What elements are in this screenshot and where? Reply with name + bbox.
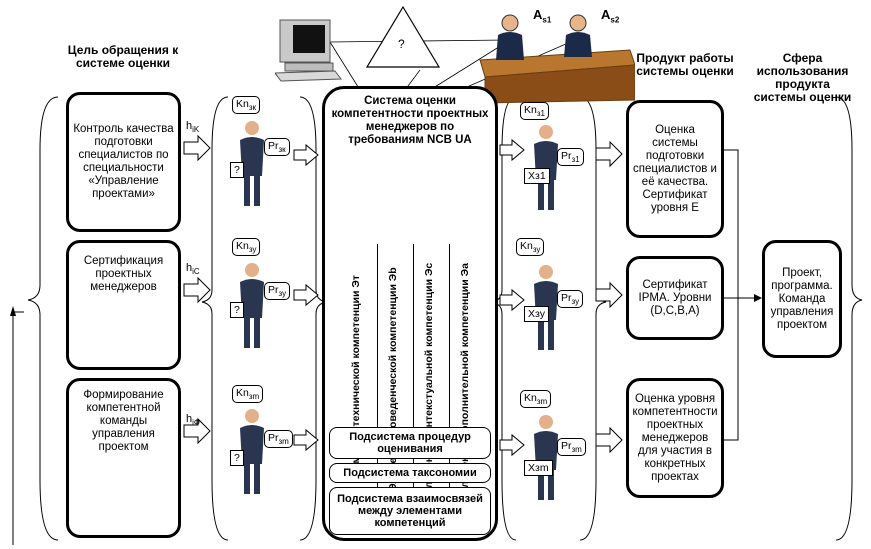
product-header: Продукт работы системы оценки [636,51,734,78]
system-title: Система оценки компетентности проектных … [331,95,489,146]
result-1-x: Xз1 [524,168,550,184]
column-behavioral: Элементы поведенческой компетенции Эb [377,244,408,514]
triangle-question: ? [398,37,405,51]
h-label-f: hiФ [186,413,200,428]
h-label-k: hiK [186,120,200,135]
candidate-2-question: ? [230,302,244,318]
sphere-arrowhead [754,294,762,302]
assessor-desk [479,14,635,104]
assessment-system: Система оценки компетентности проектных … [322,86,498,541]
candidate-3-pr: Prзm [264,430,293,449]
column-additional: Элементы дополнительной компетенции Эа [449,244,480,514]
candidate-1-question: ? [230,162,244,178]
feedback-arrowhead [10,306,16,316]
result-3-pr: Prзm [557,438,586,457]
column-contextual: Элементы контекстуальной компетенции Эс [413,244,444,514]
left-outer-brace [27,96,59,541]
candidates-left-brace [201,96,229,541]
assessor-2-label: As2 [601,7,620,25]
product-box-competence-assessment: Оценка уровня компетентности проектных м… [626,378,724,498]
sphere-header: Сфера использования продукта системы оце… [753,51,852,104]
result-1-pr: Prз1 [557,148,584,167]
unknown-triangle [365,5,441,68]
product-box-training-assessment: Оценка системы подготовки специалистов и… [626,100,724,238]
goal-box-quality-control: Контроль качества подготовки специалисто… [66,92,181,232]
candidate-3-question: ? [230,450,244,466]
subsystem-procedures: Подсистема процедур оценивания [329,427,491,459]
system-arrows [499,138,525,457]
subsystem-interrelations: Подсистема взаимосвязей между элементами… [329,487,491,535]
candidate-3-kn: Knзm [232,385,264,404]
computer-icon [275,19,342,82]
feedback-arrow [12,311,24,545]
candidate-1-kn: Knзк [232,96,261,115]
result-2-x: Xзу [524,306,549,322]
candidate-1-figure-icon [240,121,264,206]
result-arrows [595,140,623,454]
candidate-arrows [293,143,319,452]
product-box-ipma-certificate: Сертификат IPMA. Уровни (D,C,B,A) [626,256,724,340]
candidate-1-pr: Prзк [264,138,290,157]
result-3-figure-icon [534,415,558,500]
sphere-box-project-team: Проект, программа. Команда управления пр… [762,240,842,358]
products-merge-line [724,149,739,441]
right-outer-brace [835,96,863,541]
candidate-2-kn: Knзу [232,238,261,257]
subsystem-taxonomy: Подсистема таксономии [329,463,491,483]
candidate-2-pr: Prзу [264,282,291,301]
goal-box-certification: Сертификация проектных менеджеров [66,240,181,370]
result-2-kn: Knзу [516,238,545,257]
result-2-figure-icon [534,265,558,350]
result-1-kn: Knз1 [520,102,549,121]
goal-box-team-formation: Формирование компетентной команды управл… [66,378,181,538]
goal-arrows [183,134,211,445]
h-label-c: hiC [186,262,200,277]
candidate-3-figure-icon [240,409,264,494]
result-2-pr: Prзу [557,290,584,309]
result-3-x: Xзm [524,460,553,476]
candidate-2-figure-icon [240,263,264,348]
goal-header: Цель обращения к системе оценки [67,43,179,70]
assessor-1-label: As1 [533,7,552,25]
result-3-kn: Knзm [520,390,552,409]
results-right-brace [579,96,607,541]
